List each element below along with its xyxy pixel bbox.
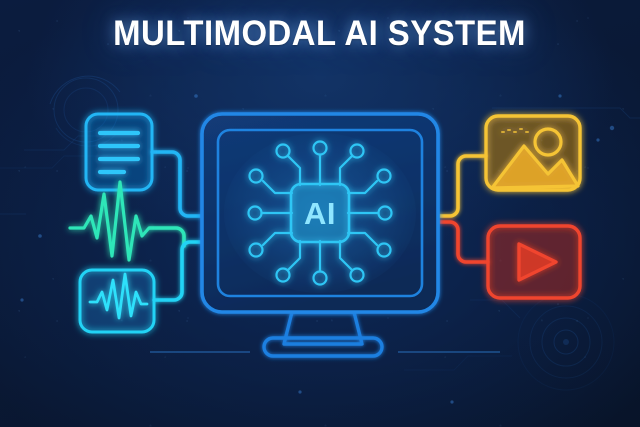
image-icon xyxy=(484,114,582,192)
document-icon xyxy=(84,112,154,192)
deco-dots xyxy=(20,94,615,404)
ai-chip-body xyxy=(289,182,351,244)
connector-image-to-monitor xyxy=(428,154,488,218)
connector-signal-to-monitor xyxy=(152,240,216,302)
video-play-icon xyxy=(486,224,582,300)
monitor-stand-base xyxy=(262,336,384,358)
image-mountains-icon xyxy=(490,144,580,190)
play-triangle-icon xyxy=(517,242,558,282)
signal-waveform-box-icon xyxy=(78,268,156,334)
ai-chip-graphic xyxy=(247,140,393,286)
connector-video-to-monitor xyxy=(428,220,490,264)
connector-text-to-monitor xyxy=(150,150,214,218)
ai-chip-label: AI xyxy=(304,196,336,231)
deco-trace-lines xyxy=(0,95,640,385)
monitor-screen-inner-border xyxy=(216,128,424,298)
image-sun-icon xyxy=(533,127,563,157)
page-title: MULTIMODAL AI SYSTEM xyxy=(0,16,640,51)
page-title-text: MULTIMODAL AI SYSTEM xyxy=(113,14,527,53)
connector-audio-to-monitor xyxy=(148,226,186,248)
audio-waveform-icon xyxy=(68,180,152,262)
deco-radar-bottom-right xyxy=(404,293,615,391)
